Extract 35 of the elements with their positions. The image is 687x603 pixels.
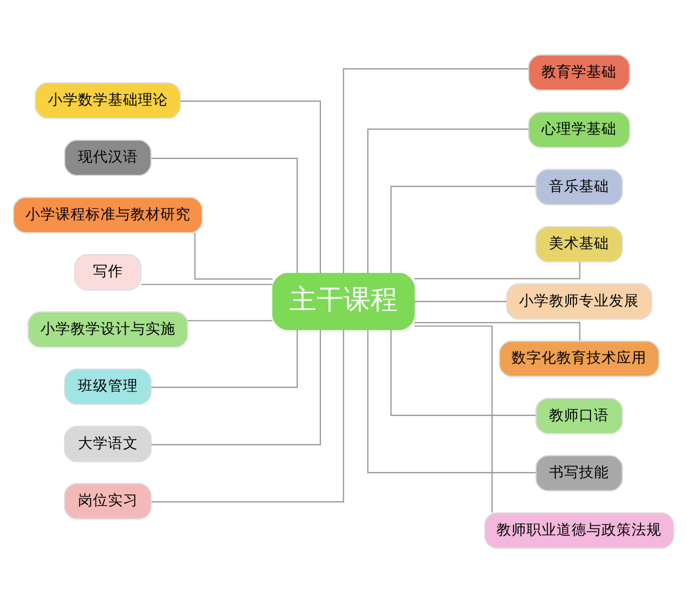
connector	[152, 330, 344, 502]
connector	[342, 68, 529, 274]
node-box: 音乐基础	[535, 168, 624, 206]
node-box: 大学语文	[64, 426, 152, 462]
node-box: 小学教学设计与实施	[27, 311, 188, 348]
connector	[390, 330, 536, 416]
node-box: 班级管理	[64, 368, 152, 406]
node-box: 写作	[74, 254, 142, 291]
connector	[367, 330, 536, 474]
node-box: 教师职业道德与政策法规	[484, 512, 674, 549]
node-box: 主干课程	[272, 272, 415, 330]
node-box: 书写技能	[535, 454, 624, 492]
node-box: 心理学基础	[528, 112, 630, 148]
connector	[141, 284, 273, 286]
connector	[414, 300, 506, 302]
connector	[151, 330, 298, 388]
connector	[414, 262, 580, 280]
connector	[414, 322, 580, 341]
node-box: 数字化教育技术应用	[498, 340, 660, 377]
connector	[180, 100, 321, 274]
connector	[414, 325, 493, 513]
node-box: 岗位实习	[64, 482, 152, 520]
connector	[390, 186, 536, 274]
node-box: 教育学基础	[528, 54, 630, 91]
connector	[188, 320, 272, 322]
node-box: 现代汉语	[64, 140, 152, 176]
node-box: 小学课程标准与教材研究	[12, 196, 203, 234]
node-box: 教师口语	[535, 398, 624, 434]
node-box: 美术基础	[535, 226, 624, 263]
connector	[151, 158, 298, 274]
node-box: 小学数学基础理论	[34, 82, 181, 119]
node-box: 小学教师专业发展	[506, 283, 652, 320]
connector	[194, 232, 273, 280]
connector	[367, 128, 529, 274]
connector	[151, 330, 321, 446]
